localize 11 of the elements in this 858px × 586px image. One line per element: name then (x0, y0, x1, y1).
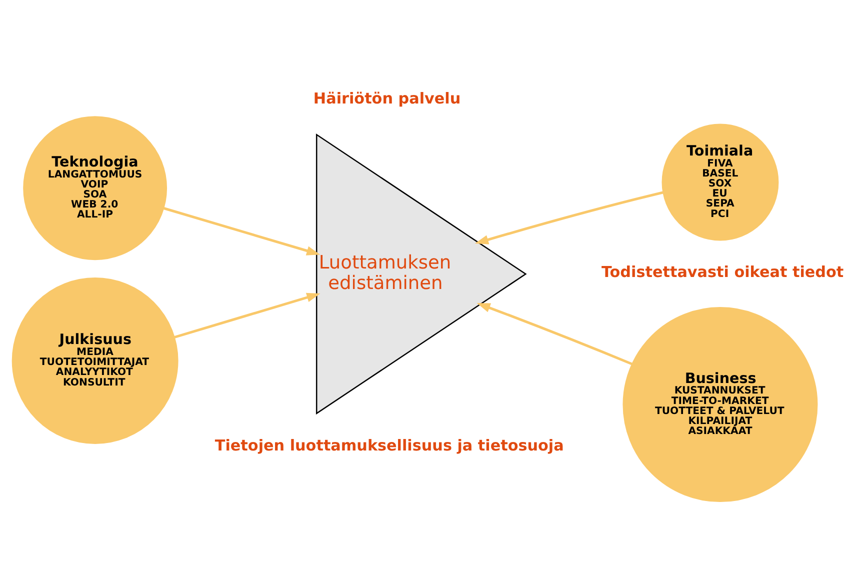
node-circle: Business KUSTANNUKSET TIME-TO-MARKET TUOTTEET & PALVELUT KILPAILIJAT ASIAKKAAT (622, 306, 818, 502)
label: Tietojen luottamuksellisuus ja tietosuoja (214, 436, 564, 454)
node-circle: Julkisuus MEDIA TUOTETOIMITTAJAT ANALYYTIKOT KONSULTIT (12, 277, 178, 444)
label: Todistettavasti oikeat tiedot (601, 262, 844, 280)
arrow (174, 292, 320, 338)
arrow (474, 190, 664, 244)
node-circle: Teknologia LANGATTOMUUS VOIP SOA WEB 2.0 ALL-IP (23, 116, 168, 260)
arrow (163, 206, 320, 255)
node-circle: Toimiala FIVA BASEL SOX EU SEPA PCI (662, 123, 779, 240)
arrow (476, 302, 632, 365)
label: Häiriötön palvelu (313, 88, 461, 107)
